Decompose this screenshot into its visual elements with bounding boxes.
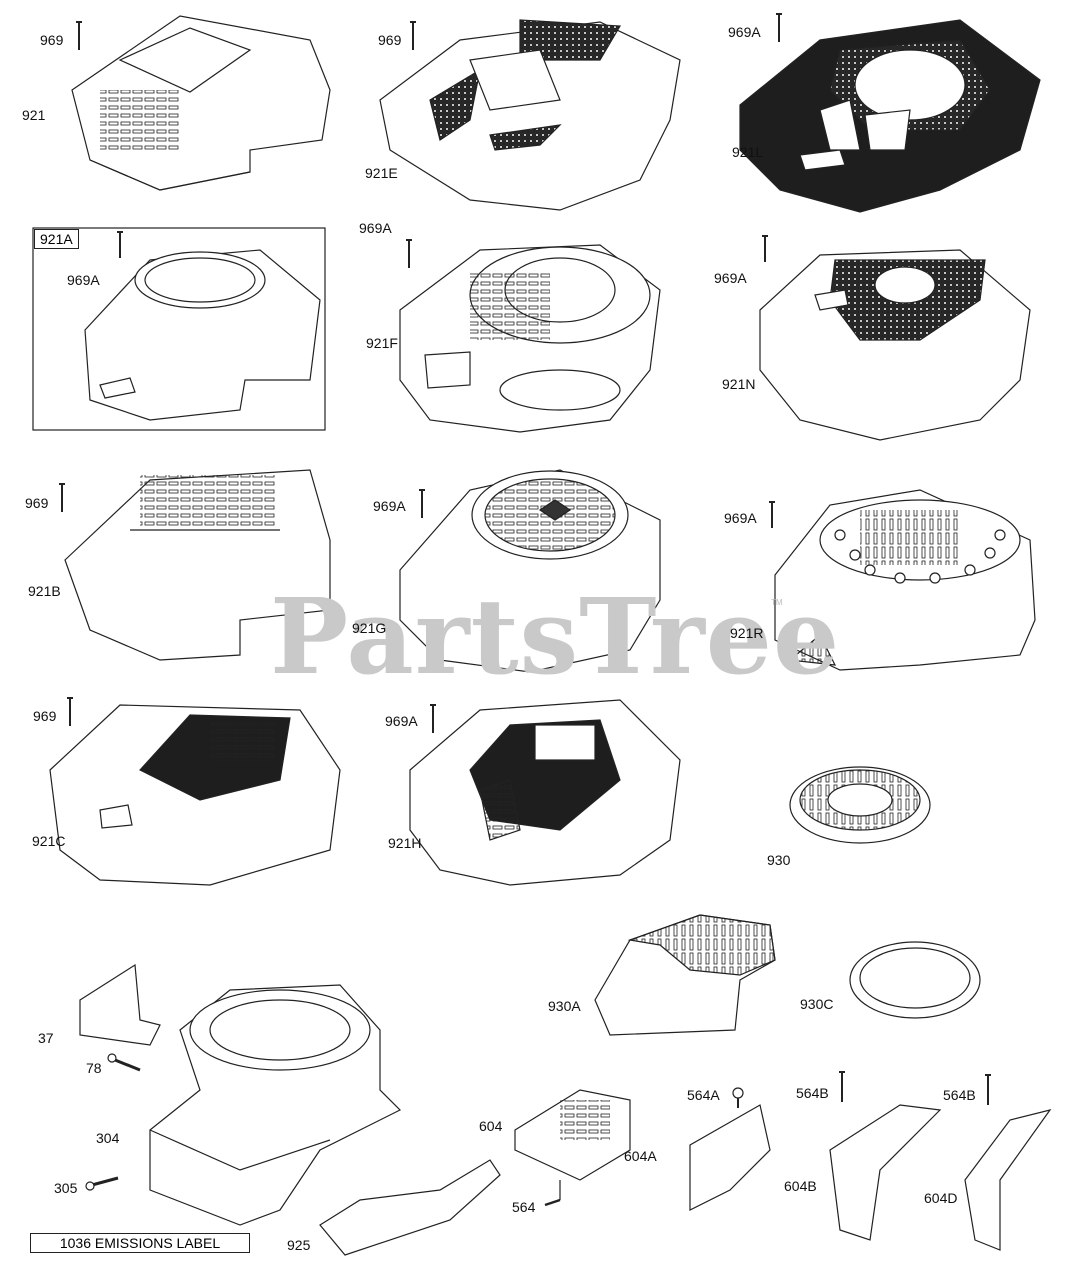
part-921C-cover <box>49 704 341 886</box>
callout-921N: 921N <box>722 376 756 392</box>
callout-921C: 921C <box>32 833 66 849</box>
callout-604B: 604B <box>784 1178 817 1194</box>
callout-304: 304 <box>96 1130 120 1146</box>
part-921E-cover <box>379 19 681 211</box>
callout-969: 969 <box>25 495 49 511</box>
callout-78: 78 <box>86 1060 102 1076</box>
part-921R-cover <box>774 489 1036 671</box>
callout-969: 969 <box>40 32 64 48</box>
callout-930: 930 <box>767 852 791 868</box>
part-930A-guard <box>594 914 776 1036</box>
callout-604: 604 <box>479 1118 503 1134</box>
callout-969: 969 <box>378 32 402 48</box>
part-921-cover <box>71 15 331 191</box>
kit-label-921A: 921A <box>34 229 79 249</box>
part-921F-cover <box>399 244 661 433</box>
part-921N-cover <box>759 249 1031 441</box>
callout-969A: 969A <box>359 220 392 236</box>
callout-930C: 930C <box>800 996 834 1012</box>
part-921A-cover <box>84 249 321 421</box>
callout-921E: 921E <box>365 165 398 181</box>
callout-921: 921 <box>22 107 46 123</box>
callout-921B: 921B <box>28 583 61 599</box>
callout-921R: 921R <box>730 625 764 641</box>
part-604B-guard <box>829 1104 942 1241</box>
screw-icon <box>59 13 991 1105</box>
part-564A-screw <box>732 1087 744 1108</box>
part-604D-guard <box>964 1109 1052 1251</box>
callout-37: 37 <box>38 1030 54 1046</box>
kit-921A-frame <box>32 227 326 431</box>
part-930-screen <box>789 766 931 844</box>
part-604-bracket <box>514 1089 631 1200</box>
callout-604D: 604D <box>924 1190 958 1206</box>
part-604A-guard <box>689 1104 771 1211</box>
part-930C-screen <box>849 941 981 1019</box>
part-921H-cover <box>409 699 681 886</box>
callout-921H: 921H <box>388 835 422 851</box>
part-37-baffle <box>79 963 161 1046</box>
watermark: PartsTree <box>270 575 841 698</box>
callout-564B: 564B <box>796 1085 829 1101</box>
part-564-screw <box>544 1198 561 1207</box>
part-304-blower-housing <box>149 984 402 1226</box>
emissions-label-callout: 1036 EMISSIONS LABEL <box>30 1233 250 1253</box>
callout-604A: 604A <box>624 1148 657 1164</box>
callout-969A: 969A <box>373 498 406 514</box>
callout-969A: 969A <box>714 270 747 286</box>
callout-564: 564 <box>512 1199 536 1215</box>
callout-969A: 969A <box>385 713 418 729</box>
callout-921F: 921F <box>366 335 398 351</box>
callout-969A: 969A <box>67 272 100 288</box>
callout-921L: 921L <box>732 144 764 160</box>
callout-925: 925 <box>287 1237 311 1253</box>
callout-969: 969 <box>33 708 57 724</box>
trademark-mark: TM <box>771 598 783 607</box>
part-921G-cover <box>399 469 661 673</box>
callout-930A: 930A <box>548 998 581 1014</box>
part-78-bolt <box>107 1053 141 1072</box>
callout-921G: 921G <box>352 620 387 636</box>
part-921B-cover <box>64 469 331 661</box>
part-925-cover <box>319 1159 501 1256</box>
callout-969A: 969A <box>728 24 761 40</box>
callout-969A: 969A <box>724 510 757 526</box>
callout-564A: 564A <box>687 1087 720 1103</box>
part-921L-cover <box>739 19 1041 213</box>
part-305-bolt <box>85 1176 119 1191</box>
callout-564B: 564B <box>943 1087 976 1103</box>
callout-305: 305 <box>54 1180 78 1196</box>
